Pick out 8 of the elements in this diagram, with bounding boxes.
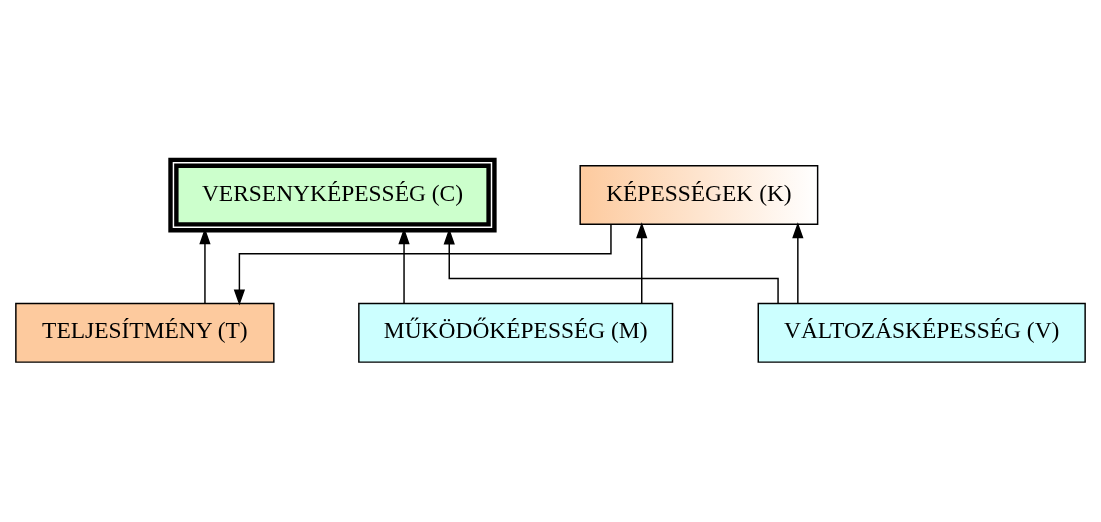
node-box: MŰKÖDŐKÉPESSÉG (M) <box>358 302 674 363</box>
node-box: VERSENYKÉPESSÉG (C) <box>168 157 497 233</box>
arrow <box>636 222 648 304</box>
node-box: TELJESÍTMÉNY (T) <box>15 302 275 363</box>
arrow <box>792 222 804 304</box>
arrow <box>233 224 612 306</box>
node-box: KÉPESSÉGEK (K) <box>579 165 819 226</box>
node-box: VÁLTOZÁSKÉPESSÉG (V) <box>757 302 1086 363</box>
